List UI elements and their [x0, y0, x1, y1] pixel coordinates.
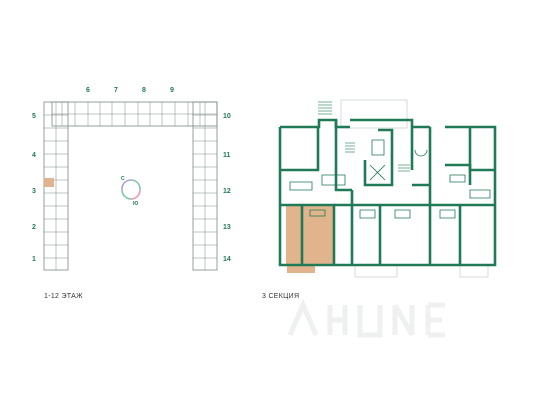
section-number-14[interactable]: 14 [223, 256, 231, 263]
section-number-11[interactable]: 11 [223, 152, 231, 159]
section-number-8[interactable]: 8 [142, 87, 146, 94]
section-number-5[interactable]: 5 [32, 113, 36, 120]
section-number-3[interactable]: 3 [32, 188, 36, 195]
section-number-4[interactable]: 4 [32, 152, 36, 159]
floor-caption: 1-12 ЭТАЖ [44, 293, 83, 300]
compass-icon [121, 179, 141, 200]
section-number-9[interactable]: 9 [170, 87, 174, 94]
section-number-7[interactable]: 7 [114, 87, 118, 94]
section-number-12[interactable]: 12 [223, 188, 231, 195]
highlighted-apartment-overview [44, 178, 54, 187]
section-number-10[interactable]: 10 [223, 113, 231, 120]
compass-south-label: Ю [133, 201, 139, 207]
compass-north-label: С [121, 176, 125, 182]
section-number-2[interactable]: 2 [32, 224, 36, 231]
section-number-1[interactable]: 1 [32, 256, 36, 263]
section-number-13[interactable]: 13 [223, 224, 231, 231]
section-caption: 3 СЕКЦИЯ [262, 293, 300, 300]
section-number-6[interactable]: 6 [86, 87, 90, 94]
